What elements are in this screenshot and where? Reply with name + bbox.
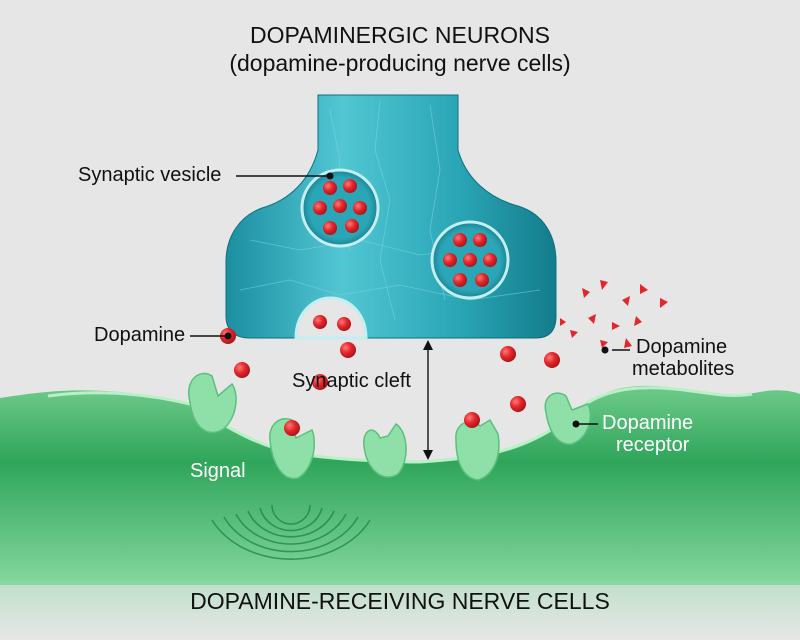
label-dopamine-receptor-line-1: Dopamine [602, 412, 694, 434]
footer-label: DOPAMINE-RECEIVING NERVE CELLS [190, 588, 610, 614]
receptor-2 [269, 418, 316, 480]
leader-dots [224, 172, 609, 428]
label-synaptic-vesicle: Synaptic vesicle [78, 164, 222, 186]
postsynaptic-cell [0, 385, 800, 640]
leader-lines [190, 175, 630, 456]
receptor-1 [187, 372, 237, 433]
label-dopamine-receptor-line-2: receptor [616, 434, 690, 456]
dopamine-molecules [220, 179, 560, 436]
dopamine-metabolite-fragments [560, 280, 668, 348]
receptor-5 [544, 392, 592, 445]
signal-waves [211, 504, 371, 560]
dopamine-receptors [187, 372, 592, 481]
title-line-1: DOPAMINERGIC NEURONS [250, 22, 550, 48]
label-dopamine-metabolites-line-1: Dopamine [636, 336, 728, 358]
synaptic-cleft-arrow [423, 340, 433, 460]
label-dopamine-metabolites-line-2: metabolites [632, 358, 735, 380]
title-line-2: (dopamine-producing nerve cells) [229, 50, 571, 76]
label-dopamine: Dopamine [94, 324, 186, 346]
label-signal: Signal [190, 460, 246, 482]
presynaptic-terminal [225, 94, 557, 339]
label-synaptic-cleft: Synaptic cleft [292, 370, 411, 392]
receptor-3 [363, 422, 407, 478]
